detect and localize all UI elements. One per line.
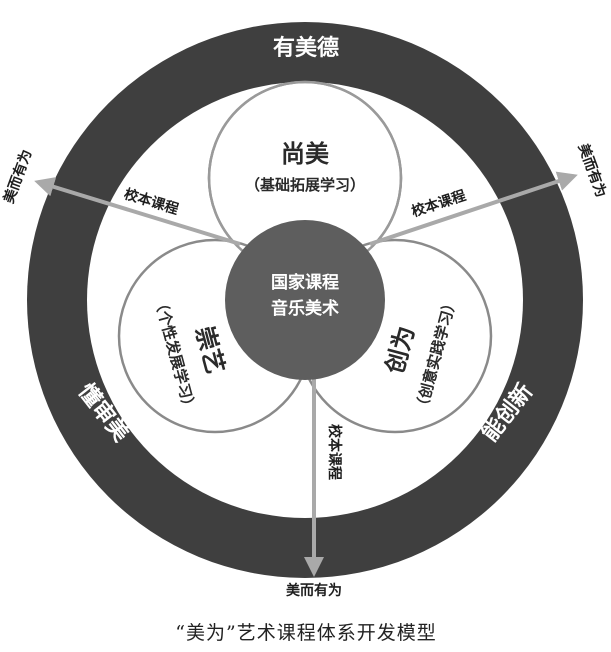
outcome-bottom-label: 美而有为 [286, 582, 342, 599]
center-line2: 音乐美术 [271, 298, 339, 319]
arrow-right [369, 171, 578, 246]
petal-top-title: 尚美 [281, 140, 329, 168]
petal-top-subtitle: （基础拓展学习） [245, 176, 365, 194]
arrow-left [34, 177, 241, 246]
outcome-right-label: 美而有为 [575, 141, 610, 199]
outcome-left-label: 美而有为 [0, 147, 35, 205]
center-line1: 国家课程 [271, 272, 339, 293]
center-circle [225, 220, 385, 380]
diagram-caption: “美为”艺术课程体系开发模型 [175, 622, 436, 644]
ring-label-top: 有美德 [273, 35, 339, 61]
channel-bottom-label: 校本课程 [326, 424, 343, 480]
